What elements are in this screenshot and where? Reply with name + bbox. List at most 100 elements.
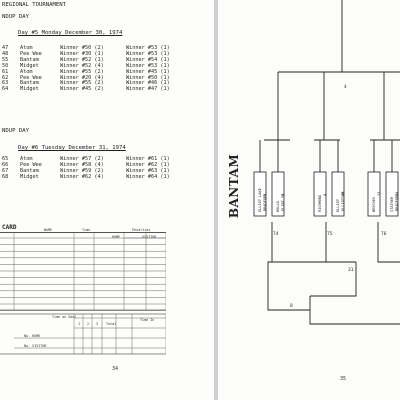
game-next: Winner #53 (1) — [126, 45, 170, 51]
game-num: 62 — [2, 74, 9, 81]
game-next: Winner #46 (1) — [126, 80, 170, 87]
period-1: 1 — [78, 322, 81, 326]
col-time-in: Time In — [140, 318, 155, 322]
game-team: Bantam — [20, 56, 39, 63]
game-team: Atom — [20, 156, 33, 162]
bracket-team-label: STATHER — [390, 196, 394, 212]
col-visitor: VISITOR — [142, 235, 157, 239]
bracket-team-label: ELLIOT LAKE — [258, 188, 262, 212]
game-num: 47 — [2, 45, 9, 51]
game-team: Pee Wee — [20, 50, 42, 57]
game-winner: Winner #30 (1) — [60, 50, 104, 57]
bracket-game-label: BRADFORD — [395, 193, 399, 211]
score-card-top-rule — [0, 232, 166, 233]
game-next: Winner #53 (1) — [126, 62, 170, 69]
game-team: Midget — [20, 173, 39, 180]
score-card: CARD NAME Time Penalties HOME VISITOR Ti… — [0, 224, 166, 358]
day1-heading: Day #5 Monday December 30, 1974 — [18, 30, 123, 36]
game-team: Bantam — [20, 80, 39, 87]
bracket-game-number: 4 — [344, 85, 347, 90]
game-team: Midget — [20, 62, 39, 69]
game-next: Winner #64 (1) — [126, 173, 170, 180]
col-time-on-goal: Time on Goal — [52, 315, 77, 319]
game-next: Winner #61 (1) — [126, 156, 170, 162]
game-team: Bantam — [20, 167, 39, 174]
game-next: Winner #53 (1) — [126, 50, 170, 57]
game-winner: Winner #57 (2) — [60, 156, 104, 162]
book-gutter — [214, 0, 218, 400]
game-team: Atom — [20, 68, 33, 75]
right-page-number: 35 — [340, 376, 347, 382]
col-name: NAME — [44, 228, 53, 232]
left-page-number: 34 — [112, 366, 119, 372]
bracket-game-number: 76 — [381, 232, 387, 237]
group3-lower — [377, 222, 400, 263]
col-penalties: Penalties — [132, 228, 151, 232]
game-winner: Winner #58 (4) — [60, 161, 104, 168]
bracket-game-number: 74 — [273, 232, 279, 237]
score-card-grid — [0, 232, 166, 355]
left-page: REGIONAL TOURNAMENT NDUP DAY Day #5 Mond… — [0, 2, 170, 372]
game-next: Winner #50 (1) — [126, 74, 170, 81]
game-num: 65 — [2, 156, 9, 162]
bracket-seed-number: 4 — [323, 193, 327, 196]
bracket-game-label: BRADFORD — [263, 193, 267, 211]
game-team: Midget — [20, 86, 39, 93]
section1-title: NDUP DAY — [2, 14, 29, 20]
bracket-seed-number: 13 — [377, 191, 381, 196]
bracket-team-label: ROLLO — [276, 201, 280, 212]
col-home: HOME — [112, 235, 121, 239]
bracket-game-number: 75 — [327, 232, 333, 237]
group1-lower — [267, 222, 273, 278]
score-card-title: CARD — [2, 224, 17, 231]
team-slot — [253, 171, 267, 217]
bracket-game-number: 31 — [348, 268, 354, 273]
bracket-team-label: BEECHES — [372, 196, 376, 212]
bracket-team-label: ELLIOT — [336, 199, 340, 212]
game-num: 66 — [2, 161, 9, 168]
game-next: Winner #47 (1) — [126, 86, 170, 93]
game-next: Winner #45 (1) — [126, 68, 170, 75]
game-winner: Winner #55 (2) — [60, 80, 104, 87]
col-time: Time — [82, 228, 91, 232]
game-team: Pee Wee — [20, 74, 42, 81]
period-3: 3 — [96, 322, 99, 326]
period-2: 2 — [87, 322, 90, 326]
game-winner: Winner #62 (4) — [60, 173, 104, 180]
col-total: Total — [106, 322, 117, 326]
game-winner: Winner #59 (2) — [60, 167, 104, 174]
game-num: 48 — [2, 50, 9, 57]
row-home: No. HOME — [24, 334, 41, 338]
final-right — [310, 278, 357, 297]
game-num: 63 — [2, 80, 9, 87]
game-team: Pee Wee — [20, 161, 42, 168]
game-winner: Winner #50 (2) — [60, 45, 104, 51]
section2-title: NDUP DAY — [2, 128, 29, 134]
game-next: Winner #54 (1) — [126, 56, 170, 63]
game-num: 64 — [2, 86, 9, 93]
team-slot — [331, 171, 345, 217]
team-slot — [313, 171, 327, 217]
bracket-game-label: ELLIOTSON — [341, 191, 345, 211]
team-slot — [271, 171, 285, 217]
row-visitor: No. VISITOR — [24, 344, 47, 348]
game-winner: Winner #20 (4) — [60, 74, 104, 81]
game-num: 61 — [2, 68, 9, 75]
day2-heading: Day #6 Tuesday December 31, 1974 — [18, 145, 126, 151]
bracket-game-number: 8 — [290, 304, 293, 309]
final-left — [267, 278, 310, 311]
game-winner: Winner #52 (1) — [60, 56, 104, 63]
game-next: Winner #62 (1) — [126, 161, 170, 168]
tournament-bracket — [253, 0, 400, 325]
game-winner: Winner #55 (2) — [60, 68, 104, 75]
tournament-title: REGIONAL TOURNAMENT — [2, 2, 66, 8]
team-slot — [367, 171, 381, 217]
game-num: 50 — [2, 62, 9, 69]
game-winner: Winner #52 (4) — [60, 62, 104, 69]
bracket-team-label: RICHMOND — [318, 194, 322, 212]
game-next: Winner #63 (1) — [126, 167, 170, 174]
final-rail — [309, 296, 400, 325]
game-winner: Winner #45 (2) — [60, 86, 104, 93]
game-num: 68 — [2, 173, 9, 180]
